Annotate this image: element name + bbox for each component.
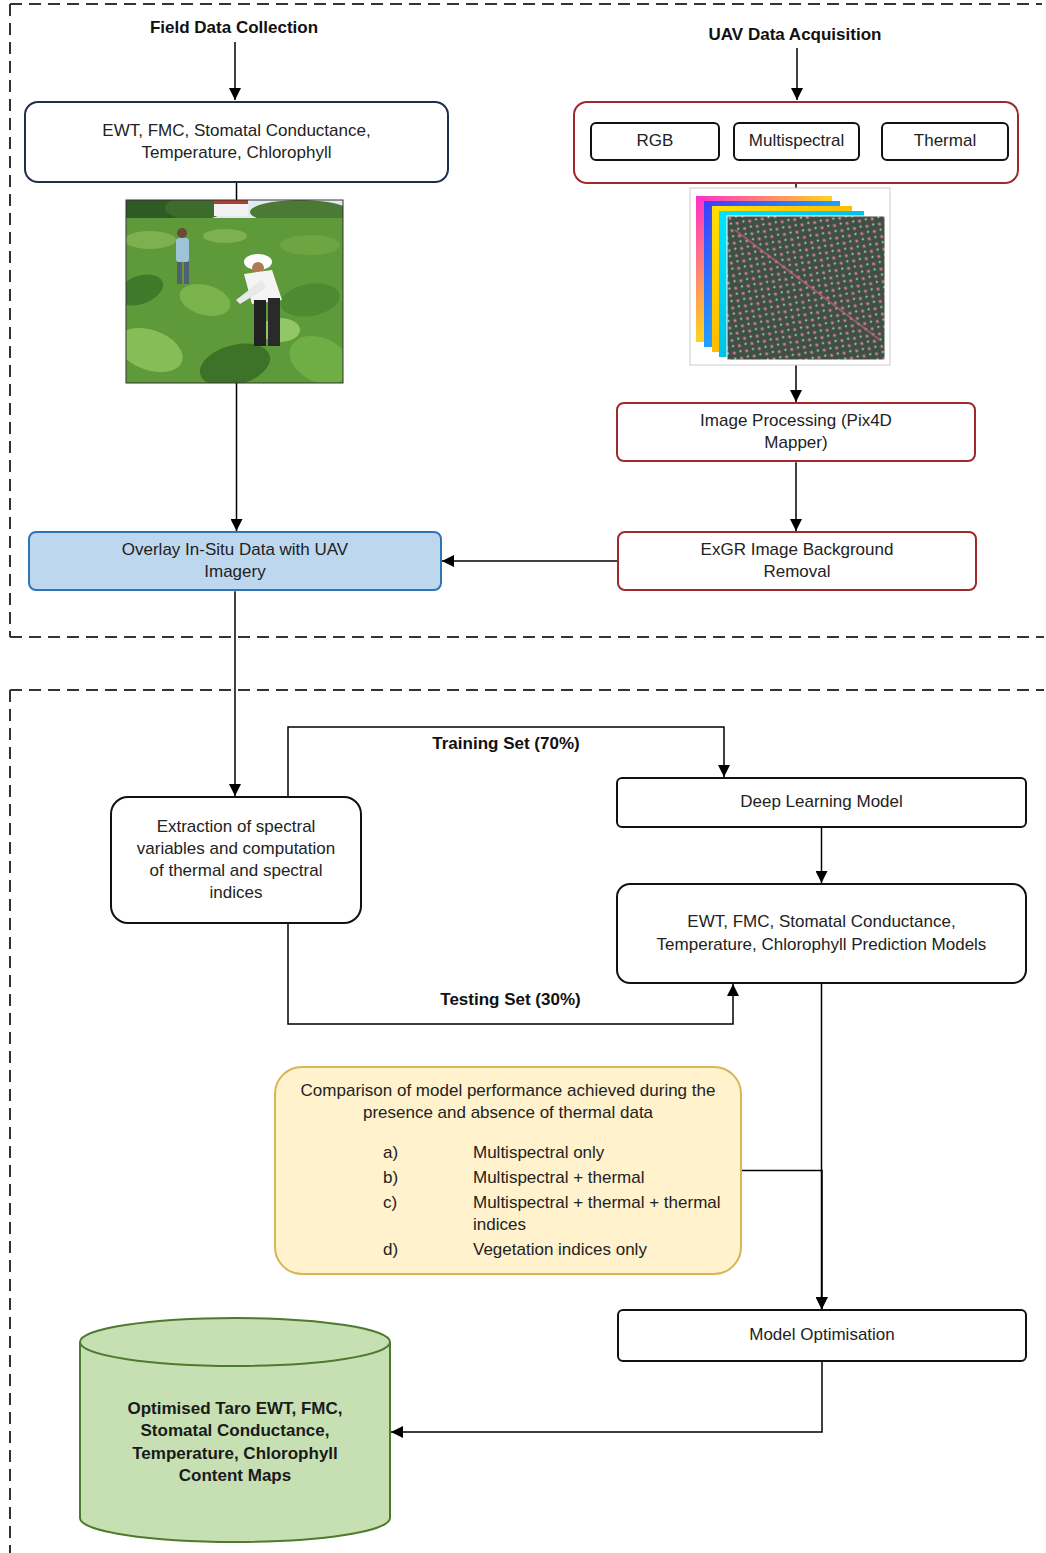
field-photo-part: [126, 269, 167, 312]
sensor-box: Multispectral: [733, 122, 860, 161]
sensor-box: Thermal: [881, 122, 1009, 161]
field-photo: [110, 196, 358, 394]
field-photo-part: [214, 200, 248, 204]
box-text: Multispectral only: [473, 1142, 728, 1164]
text-block: EWT, FMC, Stomatal Conductance, Temperat…: [87, 120, 387, 164]
text-block: Overlay In-Situ Data with UAV Imagery: [115, 539, 355, 583]
box-text: EWT, FMC, Stomatal Conductance, Temperat…: [87, 120, 387, 164]
field-photo-part: [177, 228, 187, 238]
box-text: Extraction of spectral variables and com…: [134, 816, 339, 904]
output-cylinder: Optimised Taro EWT, FMC, Stomatal Conduc…: [79, 1318, 391, 1543]
image-stack-part: [690, 188, 890, 365]
field-photo-part: [214, 203, 248, 216]
text-block: Model Optimisation: [749, 1324, 895, 1346]
text-block: RGB: [637, 130, 674, 152]
flow-arrow: [795, 462, 797, 531]
field-photo-part: [126, 200, 343, 383]
box-text: d): [383, 1239, 473, 1261]
flow-arrow: [391, 1362, 822, 1432]
field-photo-part: [254, 300, 266, 346]
box-text: Model Optimisation: [749, 1324, 895, 1346]
field-photo-part: [280, 235, 340, 255]
text-block: Thermal: [914, 130, 976, 152]
process-box: Overlay In-Situ Data with UAV Imagery: [28, 531, 442, 591]
data-box: EWT, FMC, Stomatal Conductance, Temperat…: [24, 101, 449, 183]
text-block: ExGR Image Background Removal: [682, 539, 912, 583]
heading-arrow-part: [234, 42, 236, 100]
field-photo-part: [177, 262, 182, 284]
text-block: Optimised Taro EWT, FMC, Stomatal Conduc…: [110, 1398, 360, 1486]
field-photo-part: [184, 262, 189, 284]
dashed-frame-part: [9, 4, 11, 637]
edge-label: Testing Set (30%): [437, 990, 583, 1010]
process-box: Extraction of spectral variables and com…: [110, 796, 362, 924]
text-block: Deep Learning Model: [740, 791, 903, 813]
dashed-frame-part: [10, 689, 1044, 691]
process-box: Model Optimisation: [617, 1309, 1027, 1362]
sensor-group: RGB Multispectral Thermal: [573, 101, 1019, 184]
image-stack: [690, 188, 890, 365]
box-text: Vegetation indices only: [473, 1239, 728, 1261]
box-text: RGB: [637, 130, 674, 152]
box-text: Thermal: [914, 130, 976, 152]
box-text: Deep Learning Model: [740, 791, 903, 813]
section-heading: Field Data Collection: [150, 18, 318, 38]
box-text: c): [383, 1192, 473, 1236]
cylinder-rim: [80, 1342, 390, 1366]
flow-arrow: [742, 1171, 822, 1310]
dashed-frame-part: [10, 636, 1044, 638]
text-block: Multispectral: [749, 130, 844, 152]
box-text: a): [383, 1142, 473, 1164]
heading-arrow-part: [796, 48, 798, 100]
option-list: a)Multispectral onlyb)Multispectral + th…: [288, 1142, 728, 1261]
box-text: Overlay In-Situ Data with UAV Imagery: [115, 539, 355, 583]
text-block: Comparison of model performance achieved…: [288, 1080, 728, 1262]
text-block: Image Processing (Pix4D Mapper): [696, 410, 896, 454]
text-block: Comparison of model performance achieved…: [293, 1080, 723, 1124]
text-block: EWT, FMC, Stomatal Conductance, Temperat…: [637, 911, 1007, 955]
heading-arrow: [235, 42, 797, 100]
field-photo-part: [126, 200, 343, 383]
field-photo-part: [126, 320, 189, 381]
cylinder-body: [80, 1318, 390, 1542]
dashed-frame: [10, 4, 1044, 1553]
box-text: Image Processing (Pix4D Mapper): [696, 410, 896, 454]
box-text: Comparison of model performance achieved…: [293, 1080, 723, 1124]
field-photo-part: [176, 279, 234, 321]
flow-arrow: [234, 591, 236, 796]
flow-arrow: [821, 828, 823, 883]
section-heading: UAV Data Acquisition: [709, 25, 882, 45]
box-text: Optimised Taro EWT, FMC, Stomatal Conduc…: [110, 1398, 360, 1486]
box-text: Multispectral + thermal + thermal indice…: [473, 1192, 728, 1236]
dashed-frame-part: [10, 3, 1042, 5]
field-photo-part: [203, 229, 247, 243]
box-text: Multispectral: [749, 130, 844, 152]
field-photo-part: [126, 231, 176, 249]
process-box: Deep Learning Model: [616, 777, 1027, 828]
field-photo-part: [278, 279, 343, 321]
field-photo-part: [176, 238, 189, 262]
sensor-box: RGB: [590, 122, 720, 161]
process-box: EWT, FMC, Stomatal Conductance, Temperat…: [616, 883, 1027, 984]
image-stack-part: [735, 230, 880, 340]
text-block: Extraction of spectral variables and com…: [134, 816, 339, 904]
comparison-box: Comparison of model performance achieved…: [274, 1066, 742, 1275]
box-text: b): [383, 1167, 473, 1189]
edge-label: Training Set (70%): [429, 734, 582, 754]
dashed-frame-part: [9, 690, 11, 1553]
field-photo-part: [268, 298, 280, 346]
image-stack-part: [727, 216, 885, 360]
box-text: Multispectral + thermal: [473, 1167, 728, 1189]
flow-arrow: [442, 560, 617, 562]
box-text: EWT, FMC, Stomatal Conductance, Temperat…: [637, 911, 1007, 955]
process-box: Image Processing (Pix4D Mapper): [616, 402, 976, 462]
process-box: ExGR Image Background Removal: [617, 531, 977, 591]
box-text: ExGR Image Background Removal: [682, 539, 912, 583]
